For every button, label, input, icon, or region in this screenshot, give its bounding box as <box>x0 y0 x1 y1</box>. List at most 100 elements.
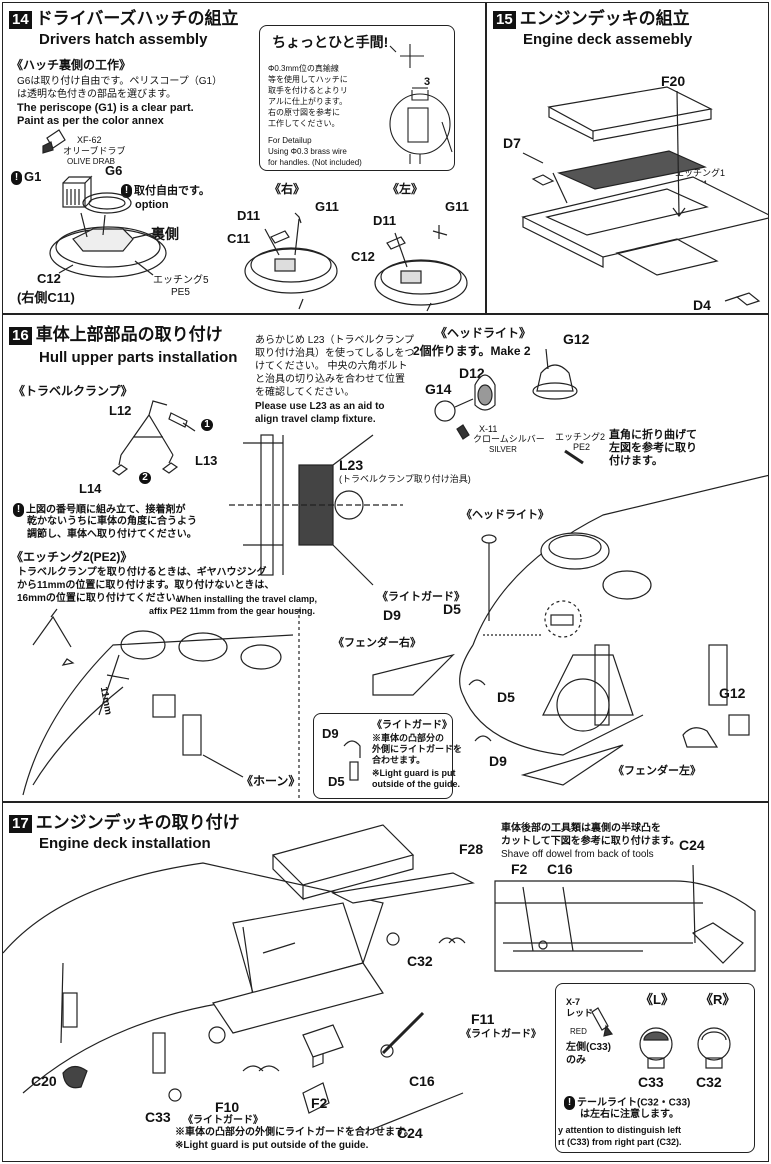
headlight-label-2: 《ヘッドライト》 <box>461 509 549 521</box>
lg-box-d9: D9 <box>322 726 339 741</box>
lightguard-label: 《ライトガード》 <box>377 591 465 603</box>
tail-r-label: 《R》 <box>700 992 736 1007</box>
headlight-heading: 《ヘッドライト》 <box>435 326 532 340</box>
part-g11-left: G11 <box>445 199 469 214</box>
step-16-title-jp: 車体上部部品の取り付け <box>35 325 223 344</box>
part-d5-label-2: D5 <box>497 689 515 705</box>
part-c24-label-2: C24 <box>397 1125 423 1141</box>
part-c33-label: C33 <box>145 1109 171 1125</box>
part-l14-label: L14 <box>79 481 102 496</box>
tail-light-box: X-7 レッド RED 左側(C33) のみ 《L》 《R》 C33 C32 !… <box>555 983 755 1153</box>
jig-jp-4: と治具の切り込みを合わせて位置 <box>255 374 405 385</box>
tail-l-label: 《L》 <box>640 992 674 1007</box>
left-only-1: 左側(C33) <box>566 1042 612 1053</box>
lightguard-label-17b: 《ライトガード》 <box>183 1115 263 1126</box>
part-c32-label: C32 <box>407 953 433 969</box>
fender-right-label: 《フェンダー右》 <box>333 637 421 649</box>
part-g6-label: G6 <box>105 163 123 178</box>
order-1: 1 <box>201 419 213 431</box>
part-l23-label: L23 <box>339 457 364 473</box>
tool-note-jp1: 車体後部の工具類は裏側の半球凸を <box>501 823 661 834</box>
caution-icon-4: ! <box>564 1096 575 1110</box>
headlight-make: 2個作ります。Make 2 <box>413 344 531 358</box>
paint-name-jp: オリーブドラブ <box>63 146 126 156</box>
detail-en-1: For Detailup <box>268 136 312 145</box>
part-c16-label: C16 <box>547 861 573 877</box>
lg-box-d5: D5 <box>328 774 345 789</box>
left-side-label: 《左》 <box>387 182 424 196</box>
lg-box-jp1: ※車体の凸部分の <box>372 733 445 743</box>
hatch-note-en2: Paint as per the color annex <box>17 115 164 127</box>
detail-jp-5: 右の原寸図を参考に <box>268 108 340 117</box>
detail-jp-4: アルに仕上がります。 <box>268 97 348 106</box>
part-f2-label: F2 <box>511 861 528 877</box>
hatch-back-heading: 《ハッチ裏側の工作》 <box>11 58 132 72</box>
detail-en-2: Using Φ0.3 brass wire <box>268 147 347 156</box>
headlight-drawing <box>434 348 584 465</box>
part-l12-label: L12 <box>109 403 132 418</box>
hatch-back-drawing <box>42 129 167 278</box>
detail-dim-3: 3 <box>424 76 431 88</box>
etch-1-label: エッチング1 <box>675 168 726 178</box>
part-d12-label: D12 <box>459 365 485 381</box>
part-f10-label: F10 <box>215 1099 240 1115</box>
part-d9-label-2: D9 <box>489 753 507 769</box>
etch-jp-3: 16mmの位置に取り付けてください。 <box>17 593 186 604</box>
step-15-title-en: Engine deck assemebly <box>523 31 693 48</box>
jig-en-1: Please use L23 as an aid to <box>255 401 385 412</box>
rear-hull-drawing <box>3 824 475 1130</box>
part-l13-label: L13 <box>195 453 218 468</box>
hatch-note-jp1: G6は取り付け自由です。ペリスコープ（G1） <box>17 76 223 87</box>
etch2-note-2: 左図を参考に取り <box>609 442 697 454</box>
lightguard-label-17: 《ライトガード》 <box>461 1029 541 1040</box>
detail-jp-6: 工作してください。 <box>268 119 340 128</box>
jig-drawing <box>229 434 403 586</box>
clamp-note-1-text: 上図の番号順に組み立て、接着剤が <box>26 504 186 516</box>
tool-note-jp2: カットして下図を参考に取り付けます。 <box>501 836 680 847</box>
back-side-label: 裏側 <box>151 226 179 242</box>
caution-icon-3: ! <box>13 503 24 517</box>
lg-note-en-17: ※Light guard is put outside of the guide… <box>175 1140 369 1151</box>
detail-en-3: for handles. (Not included) <box>268 158 362 167</box>
tail-light-drawing <box>591 1007 731 1069</box>
clamp-note-1: !上図の番号順に組み立て、接着剤が <box>13 503 186 517</box>
step-14-title-jp: ドライバーズハッチの組立 <box>35 9 239 28</box>
etch-jp-1: トラベルクランプを取り付けるときは、ギヤハウジング <box>17 567 267 578</box>
part-d4-label: D4 <box>693 297 711 313</box>
detail-jp-2: 等を使用してハッチに <box>268 75 348 84</box>
engine-deck-drawing <box>521 86 768 306</box>
part-c12-label: C12 <box>37 271 61 286</box>
clamp-note-2: 乾かないうちに車体の角度に合うよう <box>27 516 197 527</box>
part-f28-label: F28 <box>459 841 484 857</box>
part-c11-right: C11 <box>227 231 251 246</box>
part-g11-right: G11 <box>315 199 339 214</box>
tail-paint-jp: レッド <box>566 1008 594 1018</box>
etch-5-code: PE5 <box>171 287 190 298</box>
step-16-number: 16 <box>9 327 32 345</box>
part-c11-alt-label: (右側C11) <box>17 290 75 305</box>
part-d11-left: D11 <box>373 213 397 228</box>
handle-detail-drawing <box>389 44 453 164</box>
hatch-note-jp2: は透明な色付きの部品を選びます。 <box>17 89 176 100</box>
part-d9-label: D9 <box>383 607 401 623</box>
detail-jp-3: 取手を付けるとよりリ <box>268 86 348 95</box>
right-side-label: 《右》 <box>269 182 306 196</box>
caution-icon: ! <box>11 170 22 185</box>
etch-en-1: When installing the travel clamp, <box>177 594 318 604</box>
hatch-note-en1: The periscope (G1) is a clear part. <box>17 102 194 114</box>
left-only-2: のみ <box>566 1055 586 1066</box>
tail-paint-en: RED <box>570 1027 587 1036</box>
lg-box-en2: outside of the guide. <box>372 779 460 789</box>
tail-note-jp1-text: テールライト(C32・C33) <box>577 1097 691 1109</box>
lg-box-jp3: 合わせます。 <box>372 755 426 765</box>
lg-note-jp-17: ※車体の凸部分の外側にライトガードを合わせます。 <box>175 1127 414 1138</box>
step-14-title-en: Drivers hatch assembly <box>39 31 208 48</box>
step-17-title-en: Engine deck installation <box>39 835 211 852</box>
paint-x11-jp: クロームシルバー <box>473 434 545 444</box>
